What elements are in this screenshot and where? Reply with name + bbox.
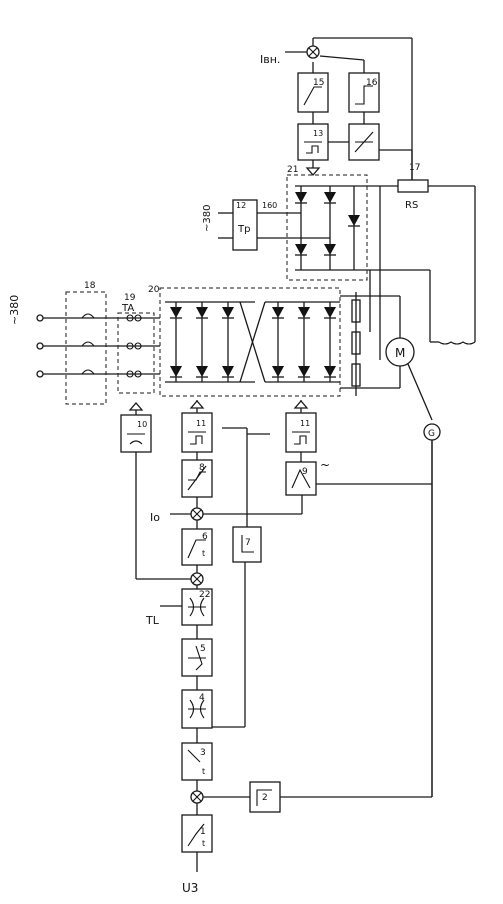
field-rectifier-21-label: 21: [287, 165, 298, 175]
field-rectifier-21: [286, 174, 368, 281]
block-3: [181, 742, 213, 781]
iexc-label: Iвн.: [260, 53, 280, 66]
ta-box-19-label: 19: [124, 293, 136, 303]
block-13-label: 13: [313, 129, 323, 138]
tachogen-label: G: [428, 429, 435, 439]
block-15: [297, 72, 329, 113]
block-2-label: 2: [262, 793, 268, 803]
block-15-label: 15: [313, 78, 324, 88]
thyristor-bridge-20-label: 20: [148, 285, 160, 295]
block-7: [232, 526, 262, 563]
fuse-box-18: [65, 291, 107, 405]
block-16-label: 16: [366, 78, 378, 88]
block-11-right-label: 11: [300, 419, 310, 428]
fuse-box-18-label: 18: [84, 281, 96, 291]
block-7-label: 7: [245, 538, 251, 548]
block-5-label: 5: [200, 644, 206, 654]
thyristor-bridge-20: [159, 287, 341, 397]
svg-text:t: t: [202, 767, 205, 776]
block-11-left-label: 11: [196, 419, 206, 428]
shunt-rs: [397, 179, 429, 193]
tl-label: TL: [145, 614, 160, 627]
block-10-label: 10: [137, 420, 147, 429]
block-9-label: 9: [302, 467, 308, 477]
u3-label: U3: [182, 881, 198, 895]
block-2: [249, 781, 281, 813]
rs-label: RS: [405, 200, 418, 211]
supply-380-top-label: ~380: [202, 205, 213, 232]
svg-text:t: t: [202, 839, 205, 848]
block-4-label: 4: [199, 693, 205, 703]
ta-label: TA: [121, 303, 134, 314]
shunt-17-label: 17: [409, 163, 420, 173]
motor-label: M: [395, 346, 405, 360]
tilde-label: ~: [320, 458, 330, 472]
block-9: [285, 461, 317, 496]
tp-label: Tp: [237, 224, 250, 235]
block-1-label: 1: [200, 827, 206, 837]
io-label: Io: [150, 511, 160, 524]
block-3-label: 3: [200, 748, 206, 758]
block-6-label: 6: [202, 532, 208, 542]
block-8-label: 8: [199, 463, 205, 473]
tp-160-label: 160: [262, 201, 277, 210]
block-22-label: 22: [199, 590, 210, 600]
tp-12-label: 12: [236, 201, 246, 210]
supply-380-mid-label: ~380: [8, 295, 21, 325]
ta-box-19: [117, 312, 155, 394]
transformer-tp: [232, 199, 258, 251]
svg-text:t: t: [202, 549, 205, 558]
